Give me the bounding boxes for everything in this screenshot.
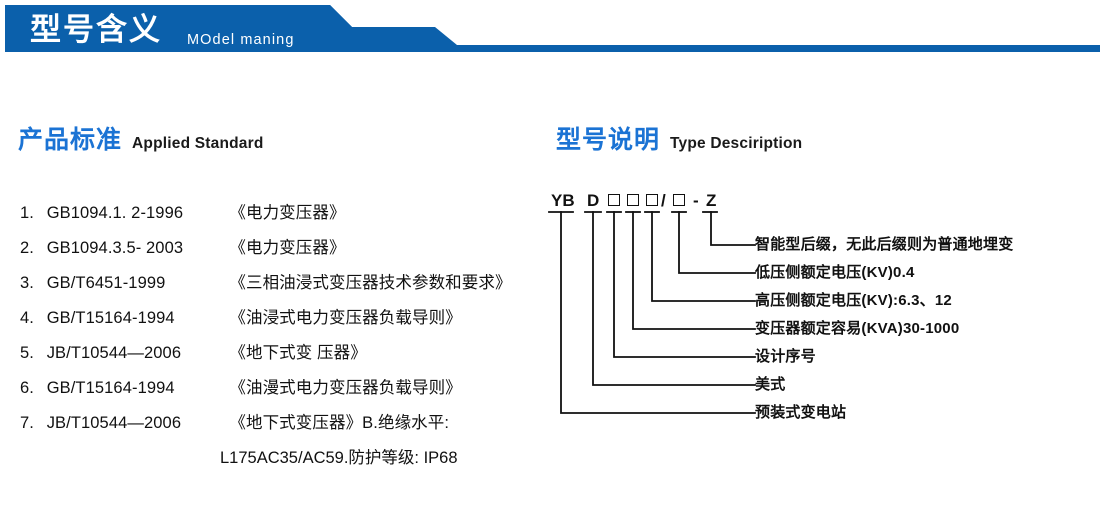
standard-name: 《地下式变压器》B.绝缘水平: <box>229 414 450 432</box>
code-segment-yb: YB <box>551 191 575 210</box>
page-header-banner: 型号含义 MOdel maning <box>5 5 1100 57</box>
code-box-1 <box>608 194 620 206</box>
section-heading-standards: 产品标准 Applied Standard <box>18 120 264 156</box>
standard-name: 《电力变压器》 <box>229 204 346 222</box>
header-banner-shape <box>5 5 1100 52</box>
standard-code: GB/T15164-1994 <box>46 309 175 327</box>
standard-code: JB/T10544—2006 <box>46 344 182 362</box>
leader-lines <box>548 211 756 414</box>
standard-index: 3. <box>20 274 34 292</box>
list-item: 3. GB/T6451-1999 《三相油浸式变压器技术参数和要求》 <box>20 266 550 301</box>
list-item: 6. GB/T15164-1994 《油漫式电力变压器负载导则》 <box>20 371 550 406</box>
standards-list: 1. GB1094.1. 2-1996 《电力变压器》 2. GB1094.3.… <box>20 196 550 476</box>
standard-code: GB1094.3.5- 2003 <box>46 239 184 257</box>
code-segment-z: Z <box>706 191 717 210</box>
standard-index: 7. <box>20 414 34 432</box>
standard-index: 5. <box>20 344 34 362</box>
code-segment-slash: / <box>661 191 666 210</box>
typecode-heading-en: Type Desciription <box>670 135 803 152</box>
standard-code: JB/T10544—2006 <box>46 414 182 432</box>
standard-code: GB1094.1. 2-1996 <box>46 204 184 222</box>
standard-code: GB/T6451-1999 <box>46 274 166 292</box>
standard-index: 6. <box>20 379 34 397</box>
standard-name: 《油浸式电力变压器负载导则》 <box>229 309 462 327</box>
list-item: 7. JB/T10544—2006 《地下式变压器》B.绝缘水平: <box>20 406 550 441</box>
type-code-label: 高压侧额定电压(KV):6.3、12 <box>755 292 952 309</box>
standard-name: 《油漫式电力变压器负载导则》 <box>229 379 462 397</box>
standards-heading-en: Applied Standard <box>132 135 264 152</box>
page-title: 型号含义 <box>30 12 162 47</box>
type-code-label: 预装式变电站 <box>755 404 847 421</box>
section-heading-typecode: 型号说明 Type Desciription <box>556 120 802 156</box>
standard-index: 4. <box>20 309 34 327</box>
standard-index: 2. <box>20 239 34 257</box>
type-code-label: 变压器额定容易(KVA)30-1000 <box>755 320 960 337</box>
standard-name: 《三相油浸式变压器技术参数和要求》 <box>229 274 512 292</box>
type-code-label: 低压侧额定电压(KV)0.4 <box>755 264 915 281</box>
list-item: 4. GB/T15164-1994 《油浸式电力变压器负载导则》 <box>20 301 550 336</box>
type-code-label: 美式 <box>755 376 786 393</box>
code-box-4 <box>673 194 685 206</box>
standard-name: 《地下式变 压器》 <box>229 344 367 362</box>
typecode-heading-cn: 型号说明 <box>556 126 661 154</box>
standard-name: 《电力变压器》 <box>229 239 346 257</box>
type-code-label: 设计序号 <box>755 348 816 365</box>
list-item: 2. GB1094.3.5- 2003 《电力变压器》 <box>20 231 550 266</box>
code-box-3 <box>646 194 658 206</box>
standard-code: GB/T15164-1994 <box>46 379 175 397</box>
standard-continuation-line: L175AC35/AC59.防护等级: IP68 <box>220 449 458 467</box>
list-item: 5. JB/T10544—2006 《地下式变 压器》 <box>20 336 550 371</box>
standard-index: 1. <box>20 204 34 222</box>
type-code-label: 智能型后缀，无此后缀则为普通地埋变 <box>755 236 1014 253</box>
standards-heading-cn: 产品标准 <box>18 126 123 154</box>
code-segment-d: D <box>587 191 600 210</box>
list-item: 1. GB1094.1. 2-1996 《电力变压器》 <box>20 196 550 231</box>
code-segment-dash: - <box>693 191 699 210</box>
page-subtitle: MOdel maning <box>187 32 295 48</box>
type-code-diagram: YB D / - Z <box>545 190 1090 440</box>
code-box-2 <box>627 194 639 206</box>
